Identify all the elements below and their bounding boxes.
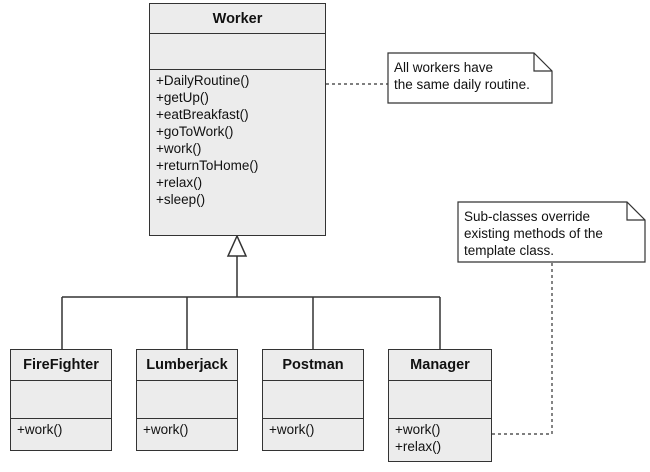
class-name: Postman	[263, 350, 363, 381]
method: +work()	[269, 422, 315, 437]
class-methods: +work()	[11, 419, 111, 440]
method: +work()	[395, 422, 441, 437]
note-text: All workers have the same daily routine.	[394, 59, 530, 93]
class-methods: +work() +relax()	[389, 419, 491, 457]
note-line: template class.	[464, 243, 555, 258]
generalization-arrowhead	[226, 234, 248, 257]
class-postman: Postman +work()	[262, 349, 364, 451]
subclass-note-shape	[457, 201, 646, 263]
note-line: existing methods of the	[464, 226, 603, 241]
method: +work()	[156, 141, 202, 156]
method: +returnToHome()	[156, 158, 259, 173]
class-attributes	[263, 381, 363, 419]
method: +work()	[17, 422, 63, 437]
class-name: Manager	[389, 350, 491, 381]
note-line: Sub-classes override	[464, 209, 591, 224]
class-worker: Worker +DailyRoutine() +getUp() +eatBrea…	[149, 3, 326, 236]
method: +goToWork()	[156, 124, 234, 139]
class-attributes	[150, 34, 325, 70]
class-attributes	[137, 381, 237, 419]
worker-note: All workers have the same daily routine.	[388, 53, 552, 103]
class-name: Lumberjack	[137, 350, 237, 381]
method: +sleep()	[156, 192, 206, 207]
worker-note-shape	[387, 52, 553, 104]
class-methods: +work()	[263, 419, 363, 440]
subclass-note-fold	[626, 202, 645, 221]
method: +relax()	[395, 439, 442, 454]
class-firefighter: FireFighter +work()	[10, 349, 112, 451]
subclass-note-anchor	[492, 262, 553, 435]
method: +DailyRoutine()	[156, 73, 250, 88]
method: +work()	[143, 422, 189, 437]
note-text: Sub-classes override existing methods of…	[464, 208, 603, 259]
class-manager: Manager +work() +relax()	[388, 349, 492, 462]
subclass-note: Sub-classes override existing methods of…	[458, 202, 645, 262]
method: +getUp()	[156, 90, 209, 105]
note-line: All workers have	[394, 60, 494, 75]
method: +relax()	[156, 175, 203, 190]
class-lumberjack: Lumberjack +work()	[136, 349, 238, 451]
class-attributes	[11, 381, 111, 419]
class-attributes	[389, 381, 491, 419]
class-methods: +DailyRoutine() +getUp() +eatBreakfast()…	[150, 70, 325, 210]
worker-note-fold	[533, 53, 552, 72]
class-methods: +work()	[137, 419, 237, 440]
note-line: the same daily routine.	[394, 77, 530, 92]
method: +eatBreakfast()	[156, 107, 249, 122]
class-name: FireFighter	[11, 350, 111, 381]
class-name: Worker	[150, 4, 325, 34]
